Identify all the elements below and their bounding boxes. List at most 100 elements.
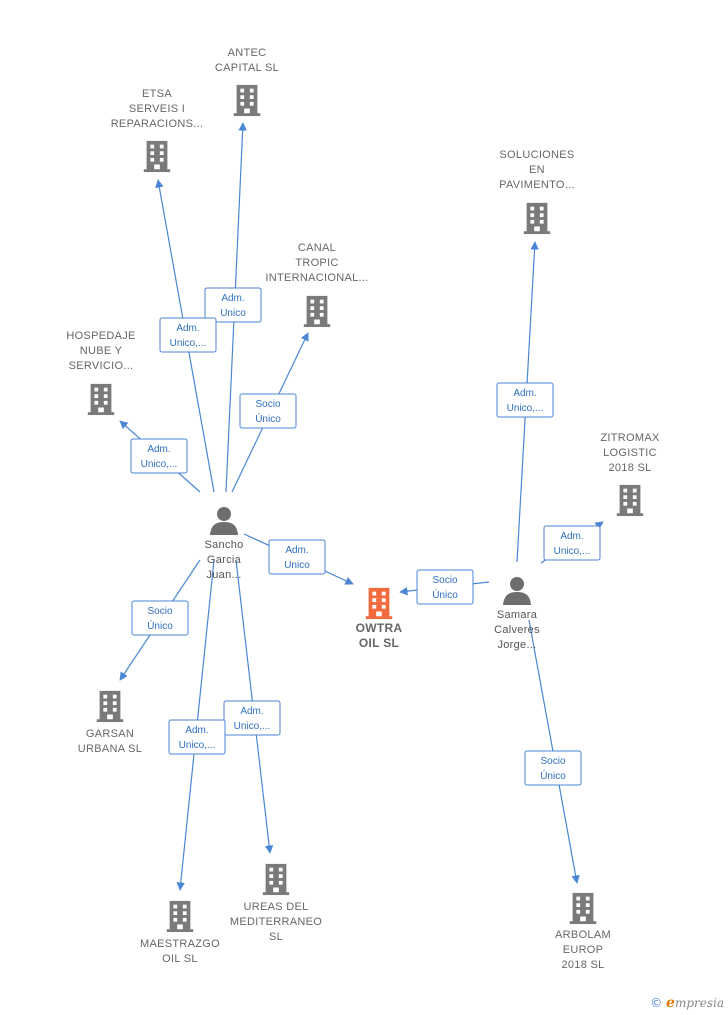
building-icon[interactable]: [365, 587, 393, 620]
edge-label-box[interactable]: [416, 569, 474, 605]
person-name[interactable]: Jorge...: [497, 639, 536, 651]
company-node-antec[interactable]: ANTEC CAPITAL SL: [215, 47, 279, 117]
edge-label-box[interactable]: [204, 287, 262, 323]
company-name[interactable]: INTERNACIONAL...: [265, 272, 368, 284]
edge-label-box[interactable]: [168, 719, 226, 755]
edge-role-text: Adm.: [560, 531, 583, 542]
company-name[interactable]: EUROP: [563, 944, 604, 956]
company-node-zitromax[interactable]: ZITROMAX LOGISTIC 2018 SL: [600, 432, 660, 517]
edge-label-box[interactable]: [524, 750, 582, 786]
edge-label-box[interactable]: [223, 700, 281, 736]
company-name[interactable]: CANAL: [298, 242, 336, 254]
company-name[interactable]: ETSA: [142, 88, 172, 100]
company-name[interactable]: OIL SL: [359, 636, 399, 650]
edge-label-box[interactable]: [159, 317, 217, 353]
company-node-hospedaje[interactable]: HOSPEDAJE NUBE Y SERVICIO...: [66, 330, 135, 416]
company-name[interactable]: UREAS DEL: [243, 901, 308, 913]
company-node-maestrazgo[interactable]: MAESTRAZGO OIL SL: [140, 900, 220, 965]
building-icon[interactable]: [262, 863, 290, 896]
edge-role-text: Unico,...: [507, 403, 544, 414]
building-icon[interactable]: [233, 84, 261, 117]
building-icon[interactable]: [303, 295, 331, 328]
brand-name: mpresia: [674, 996, 724, 1010]
building-icon[interactable]: [616, 484, 644, 517]
edge-sancho-owtra: Adm.Unico: [243, 533, 354, 585]
company-name[interactable]: GARSAN: [86, 728, 134, 740]
company-name[interactable]: 2018 SL: [608, 462, 651, 474]
edge-sancho-maestrazgo: Adm.Unico,...: [168, 559, 226, 891]
building-icon[interactable]: [96, 690, 124, 723]
edge-role-text: Adm.: [147, 444, 170, 455]
company-node-ureas[interactable]: UREAS DEL MEDITERRANEO SL: [230, 863, 322, 943]
edge-sancho-hospedaje: Adm. Unico,...: [119, 420, 201, 493]
company-node-arbolam[interactable]: ARBOLAM EUROP 2018 SL: [555, 892, 611, 971]
company-name[interactable]: TROPIC: [295, 257, 338, 269]
person-node-sancho[interactable]: SanchoGarciaJuan...: [204, 507, 243, 581]
empresia-logo: © empresia: [650, 995, 724, 1011]
company-name[interactable]: ARBOLAM: [555, 929, 611, 941]
building-icon[interactable]: [523, 202, 551, 235]
edge-role-text: Socio: [432, 575, 457, 586]
edge-role-text: Adm.: [176, 323, 199, 334]
person-icon[interactable]: [210, 507, 238, 535]
company-node-garsan[interactable]: GARSAN URBANA SL: [78, 690, 142, 755]
edge-role-text: Socio: [255, 399, 280, 410]
person-name[interactable]: Calveres: [494, 624, 540, 636]
edge-role-text: Único: [432, 588, 458, 601]
edge-sancho-etsa: Adm.Unico,...: [155, 179, 217, 493]
edge-sancho-ureas: Adm.Unico,...: [223, 559, 281, 854]
company-node-soluciones[interactable]: SOLUCIONES EN PAVIMENTO...: [499, 149, 575, 235]
edge-role-text: Unico,...: [141, 459, 178, 470]
edge-samara-zitromax: Adm. Unico,...: [540, 521, 604, 564]
person-name[interactable]: Garcia: [207, 554, 242, 566]
company-name[interactable]: SL: [269, 931, 283, 943]
edge-role-text: Adm.: [285, 545, 308, 556]
building-icon[interactable]: [166, 900, 194, 933]
edge-label-box[interactable]: [268, 539, 326, 575]
company-name[interactable]: MEDITERRANEO: [230, 916, 322, 928]
edge-label-box[interactable]: [130, 438, 188, 474]
edge-role-text: Unico,...: [554, 546, 591, 557]
building-icon[interactable]: [569, 892, 597, 925]
edge-label-box[interactable]: [543, 525, 601, 561]
edge-samara-soluciones: Adm.Unico,...: [496, 241, 554, 563]
person-name[interactable]: Sancho: [204, 539, 243, 551]
edge-role-text: Unico,...: [234, 721, 271, 732]
edge-role-text: Unico,...: [179, 740, 216, 751]
edge-label-box[interactable]: [496, 382, 554, 418]
company-name[interactable]: OIL SL: [162, 953, 198, 965]
company-name[interactable]: SERVICIO...: [69, 360, 134, 372]
person-name[interactable]: Samara: [497, 609, 538, 621]
company-name[interactable]: SOLUCIONES: [499, 149, 574, 161]
edge-role-text: Socio: [147, 606, 172, 617]
company-name[interactable]: SERVEIS I: [129, 103, 185, 115]
company-name[interactable]: 2018 SL: [561, 959, 604, 971]
company-name[interactable]: HOSPEDAJE: [66, 330, 135, 342]
company-name[interactable]: OWTRA: [356, 621, 403, 635]
edge-label-box[interactable]: [239, 393, 297, 429]
company-node-etsa[interactable]: ETSA SERVEIS I REPARACIONS...: [111, 88, 204, 173]
building-icon[interactable]: [87, 383, 115, 416]
person-icon[interactable]: [503, 577, 531, 605]
company-name[interactable]: MAESTRAZGO: [140, 938, 220, 950]
company-name[interactable]: ZITROMAX: [600, 432, 660, 444]
edge-label-box[interactable]: [131, 600, 189, 636]
edge-role-text: Socio: [540, 756, 565, 767]
edge-sancho-antec: Adm.Unico: [204, 122, 262, 493]
company-name[interactable]: EN: [529, 164, 545, 176]
company-name[interactable]: NUBE Y: [80, 345, 123, 357]
company-node-canal[interactable]: CANAL TROPIC INTERNACIONAL...: [265, 242, 368, 328]
person-node-samara[interactable]: SamaraCalveresJorge...: [494, 577, 540, 651]
company-name[interactable]: ANTEC: [228, 47, 267, 59]
company-name[interactable]: REPARACIONS...: [111, 118, 204, 130]
edge-role-text: Único: [540, 769, 566, 782]
building-icon[interactable]: [143, 140, 171, 173]
company-name[interactable]: CAPITAL SL: [215, 62, 279, 74]
company-name[interactable]: LOGISTIC: [603, 447, 657, 459]
person-name[interactable]: Juan...: [206, 569, 241, 581]
company-name[interactable]: PAVIMENTO...: [499, 179, 575, 191]
edge-role-text: Único: [255, 412, 281, 425]
company-name[interactable]: URBANA SL: [78, 743, 142, 755]
